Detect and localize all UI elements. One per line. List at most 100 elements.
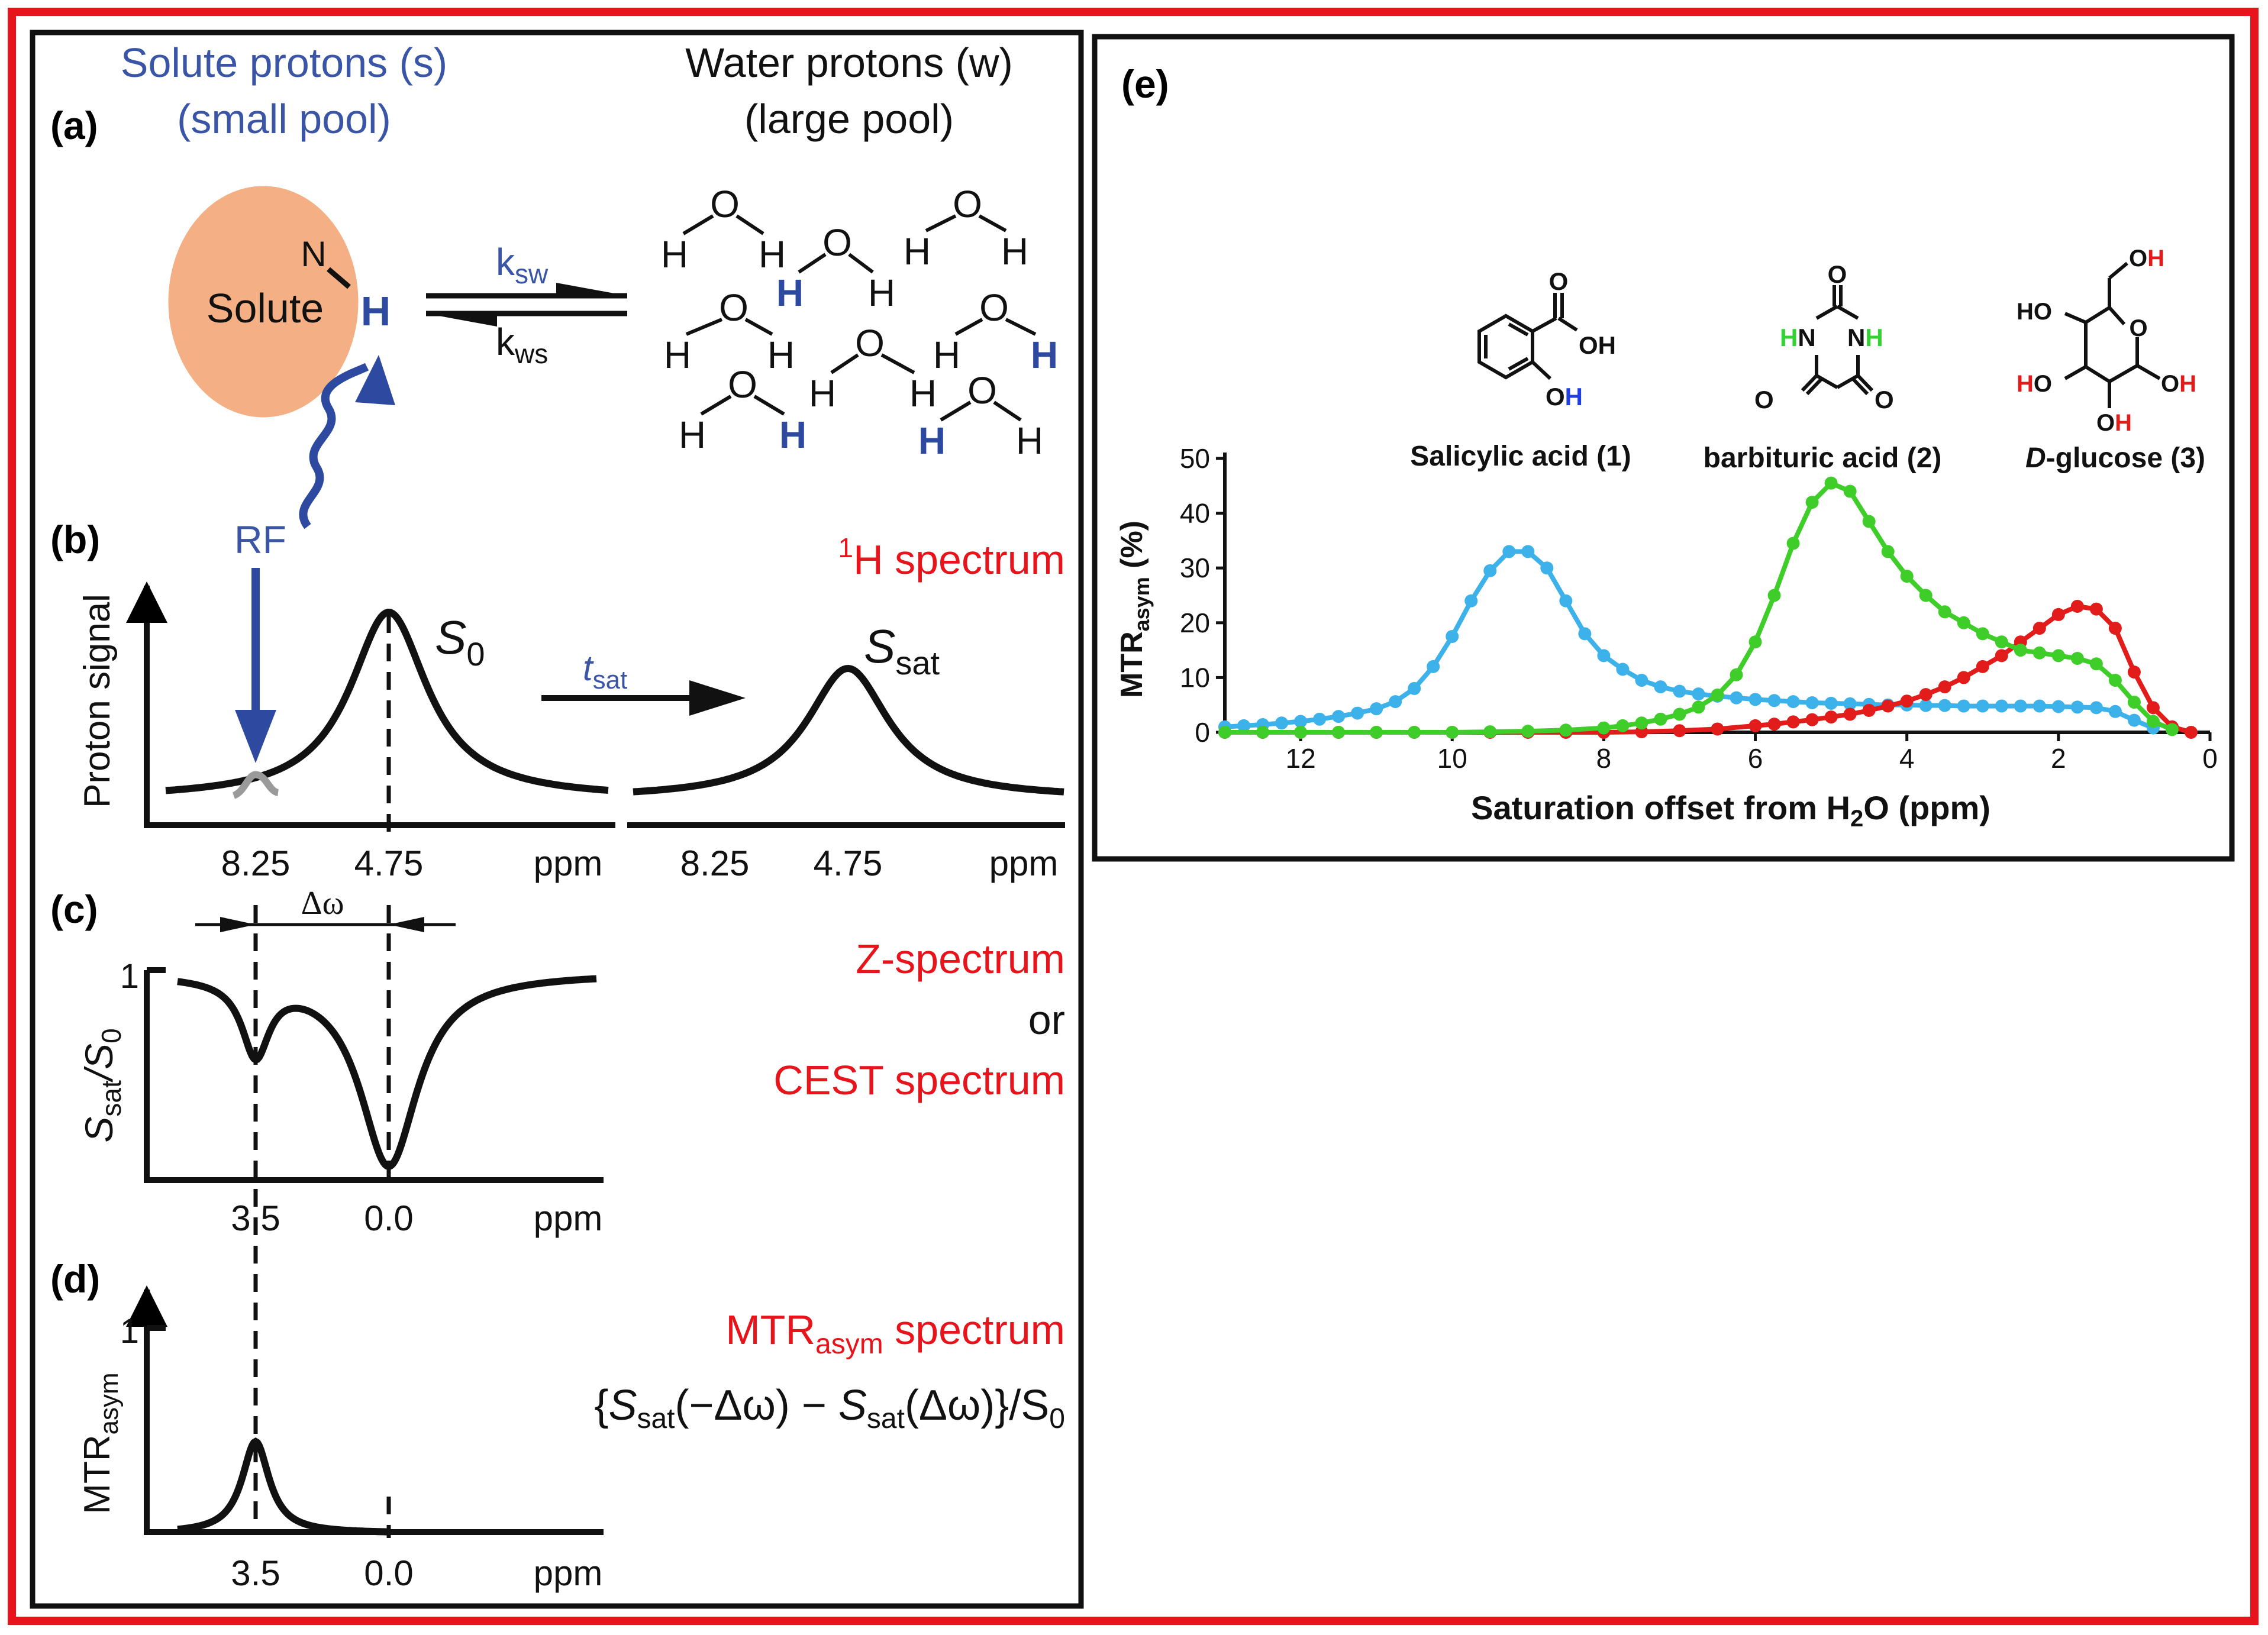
data-point <box>2184 726 2198 739</box>
chart-xlabel: Saturation offset from H2O (ppm) <box>1471 789 1990 832</box>
data-point <box>1256 726 1270 739</box>
data-point <box>1938 680 1951 694</box>
data-point <box>2033 622 2046 635</box>
rf-down-arrow-head <box>235 710 276 763</box>
c-unit: ppm <box>534 1198 603 1238</box>
data-point <box>1559 723 1573 737</box>
data-point <box>1881 699 1895 713</box>
data-point <box>1805 713 1819 726</box>
data-point <box>1843 484 1857 498</box>
y-tick-label: 10 <box>1180 662 1210 693</box>
glucose-left-ho-2: HO <box>2017 371 2052 397</box>
barbituric-top-o: O <box>1828 260 1847 288</box>
water-header-line1: Water protons (w) <box>685 40 1013 86</box>
water-hydrogen: H <box>809 372 836 415</box>
water-oxygen: O <box>953 183 982 225</box>
water-oxygen: O <box>979 286 1009 329</box>
data-point <box>1654 680 1667 694</box>
y-tick-label: 30 <box>1180 552 1210 583</box>
data-point <box>1275 716 1289 730</box>
data-point <box>1616 719 1630 732</box>
data-point <box>1370 702 1383 716</box>
data-point <box>1748 693 1762 706</box>
panel-d-label: (d) <box>50 1257 100 1301</box>
proton-signal-ylabel: Proton signal <box>77 594 118 808</box>
data-point <box>2014 644 2027 657</box>
water-oxygen: O <box>855 322 885 364</box>
or-label: or <box>1028 997 1065 1043</box>
salicylic-oh: OH <box>1579 331 1616 359</box>
glucose-top-oh: OH <box>2129 245 2164 272</box>
data-point <box>1483 725 1497 739</box>
data-point <box>1370 726 1383 739</box>
left-panel-frame <box>30 30 1084 1609</box>
data-point <box>1446 726 1459 739</box>
data-point <box>1767 694 1781 707</box>
panel-a-label: (a) <box>50 104 98 147</box>
data-point <box>1957 616 1970 629</box>
data-point <box>1673 724 1686 738</box>
data-point <box>1673 707 1686 721</box>
delta-omega-label: Δω <box>301 885 344 922</box>
data-point <box>1294 726 1308 739</box>
data-point <box>2089 657 2103 671</box>
data-point <box>1711 689 1724 702</box>
panel-e-label: (e) <box>1121 62 1169 106</box>
solute-atom-h: H <box>361 288 391 334</box>
data-point <box>2051 608 2065 621</box>
panel-d: (d) MTRasym spectrum {Ssat(−Δω) − Ssat(Δ… <box>50 1257 1065 1593</box>
data-point <box>1919 589 1933 602</box>
data-point <box>1597 721 1611 735</box>
data-point <box>2070 651 2084 665</box>
data-point <box>1786 537 1800 550</box>
water-molecule: OH H <box>809 322 937 415</box>
data-point <box>2108 705 2122 718</box>
data-point <box>1805 696 1819 709</box>
panel-a: (a) Solute protons (s) (small pool) Wate… <box>50 40 1058 529</box>
data-point <box>1408 681 1421 695</box>
barbituric-name: barbituric acid (2) <box>1704 442 1942 474</box>
s0-label: S0 <box>435 611 485 673</box>
data-point <box>1938 605 1951 619</box>
glucose-left-ho-1: HO <box>2017 299 2052 325</box>
solute-label: Solute <box>207 285 324 331</box>
data-point <box>1502 545 1516 558</box>
mtr-spectrum-label: MTRasym spectrum <box>725 1307 1065 1360</box>
data-point <box>1805 496 1819 509</box>
mtr-formula: {Ssat(−Δω) − Ssat(Δω)}/S0 <box>594 1382 1065 1434</box>
d-ylabel: MTRasym <box>77 1372 124 1514</box>
water-hydrogen: H <box>776 272 804 314</box>
data-point <box>1521 725 1535 738</box>
x-tick-label: 8 <box>1596 743 1612 774</box>
data-point <box>1824 476 1838 490</box>
water-hydrogen: H <box>1031 334 1058 376</box>
glucose-name: D-glucose (3) <box>2025 442 2205 474</box>
data-point <box>1673 684 1686 698</box>
water-hydrogen: H <box>909 372 937 415</box>
data-point <box>2089 701 2103 715</box>
data-point <box>1957 671 1970 684</box>
water-oxygen: O <box>719 286 749 329</box>
b-right-tick-475: 4.75 <box>814 844 883 883</box>
y-tick-label: 50 <box>1180 443 1210 474</box>
data-point <box>1692 687 1705 701</box>
z-spectrum-label: Z-spectrum <box>856 936 1065 982</box>
panel-c-label: (c) <box>50 887 98 931</box>
data-point <box>1881 545 1895 558</box>
data-point <box>1294 715 1308 728</box>
salicylic-phenol-oh: OH <box>1546 383 1583 411</box>
panel-b: (b) RF 1H spectrum Proton signal S0 8.25… <box>50 518 1065 883</box>
b-left-tick-825: 8.25 <box>221 844 291 883</box>
data-point <box>1730 691 1743 705</box>
glucose-right-oh: OH <box>2161 371 2196 397</box>
water-hydrogen: H <box>918 419 946 462</box>
panel-e: (e) O OH OH Salicylic acid (1) <box>1115 62 2218 832</box>
data-point <box>1597 649 1611 663</box>
chart-ylabel: MTRasym (%) <box>1115 521 1154 698</box>
barbituric-left-o: O <box>1754 386 1774 413</box>
data-point <box>1540 561 1554 575</box>
data-point <box>2127 696 2141 709</box>
tsat-label: tsat <box>583 648 627 694</box>
water-oxygen: O <box>822 221 852 264</box>
